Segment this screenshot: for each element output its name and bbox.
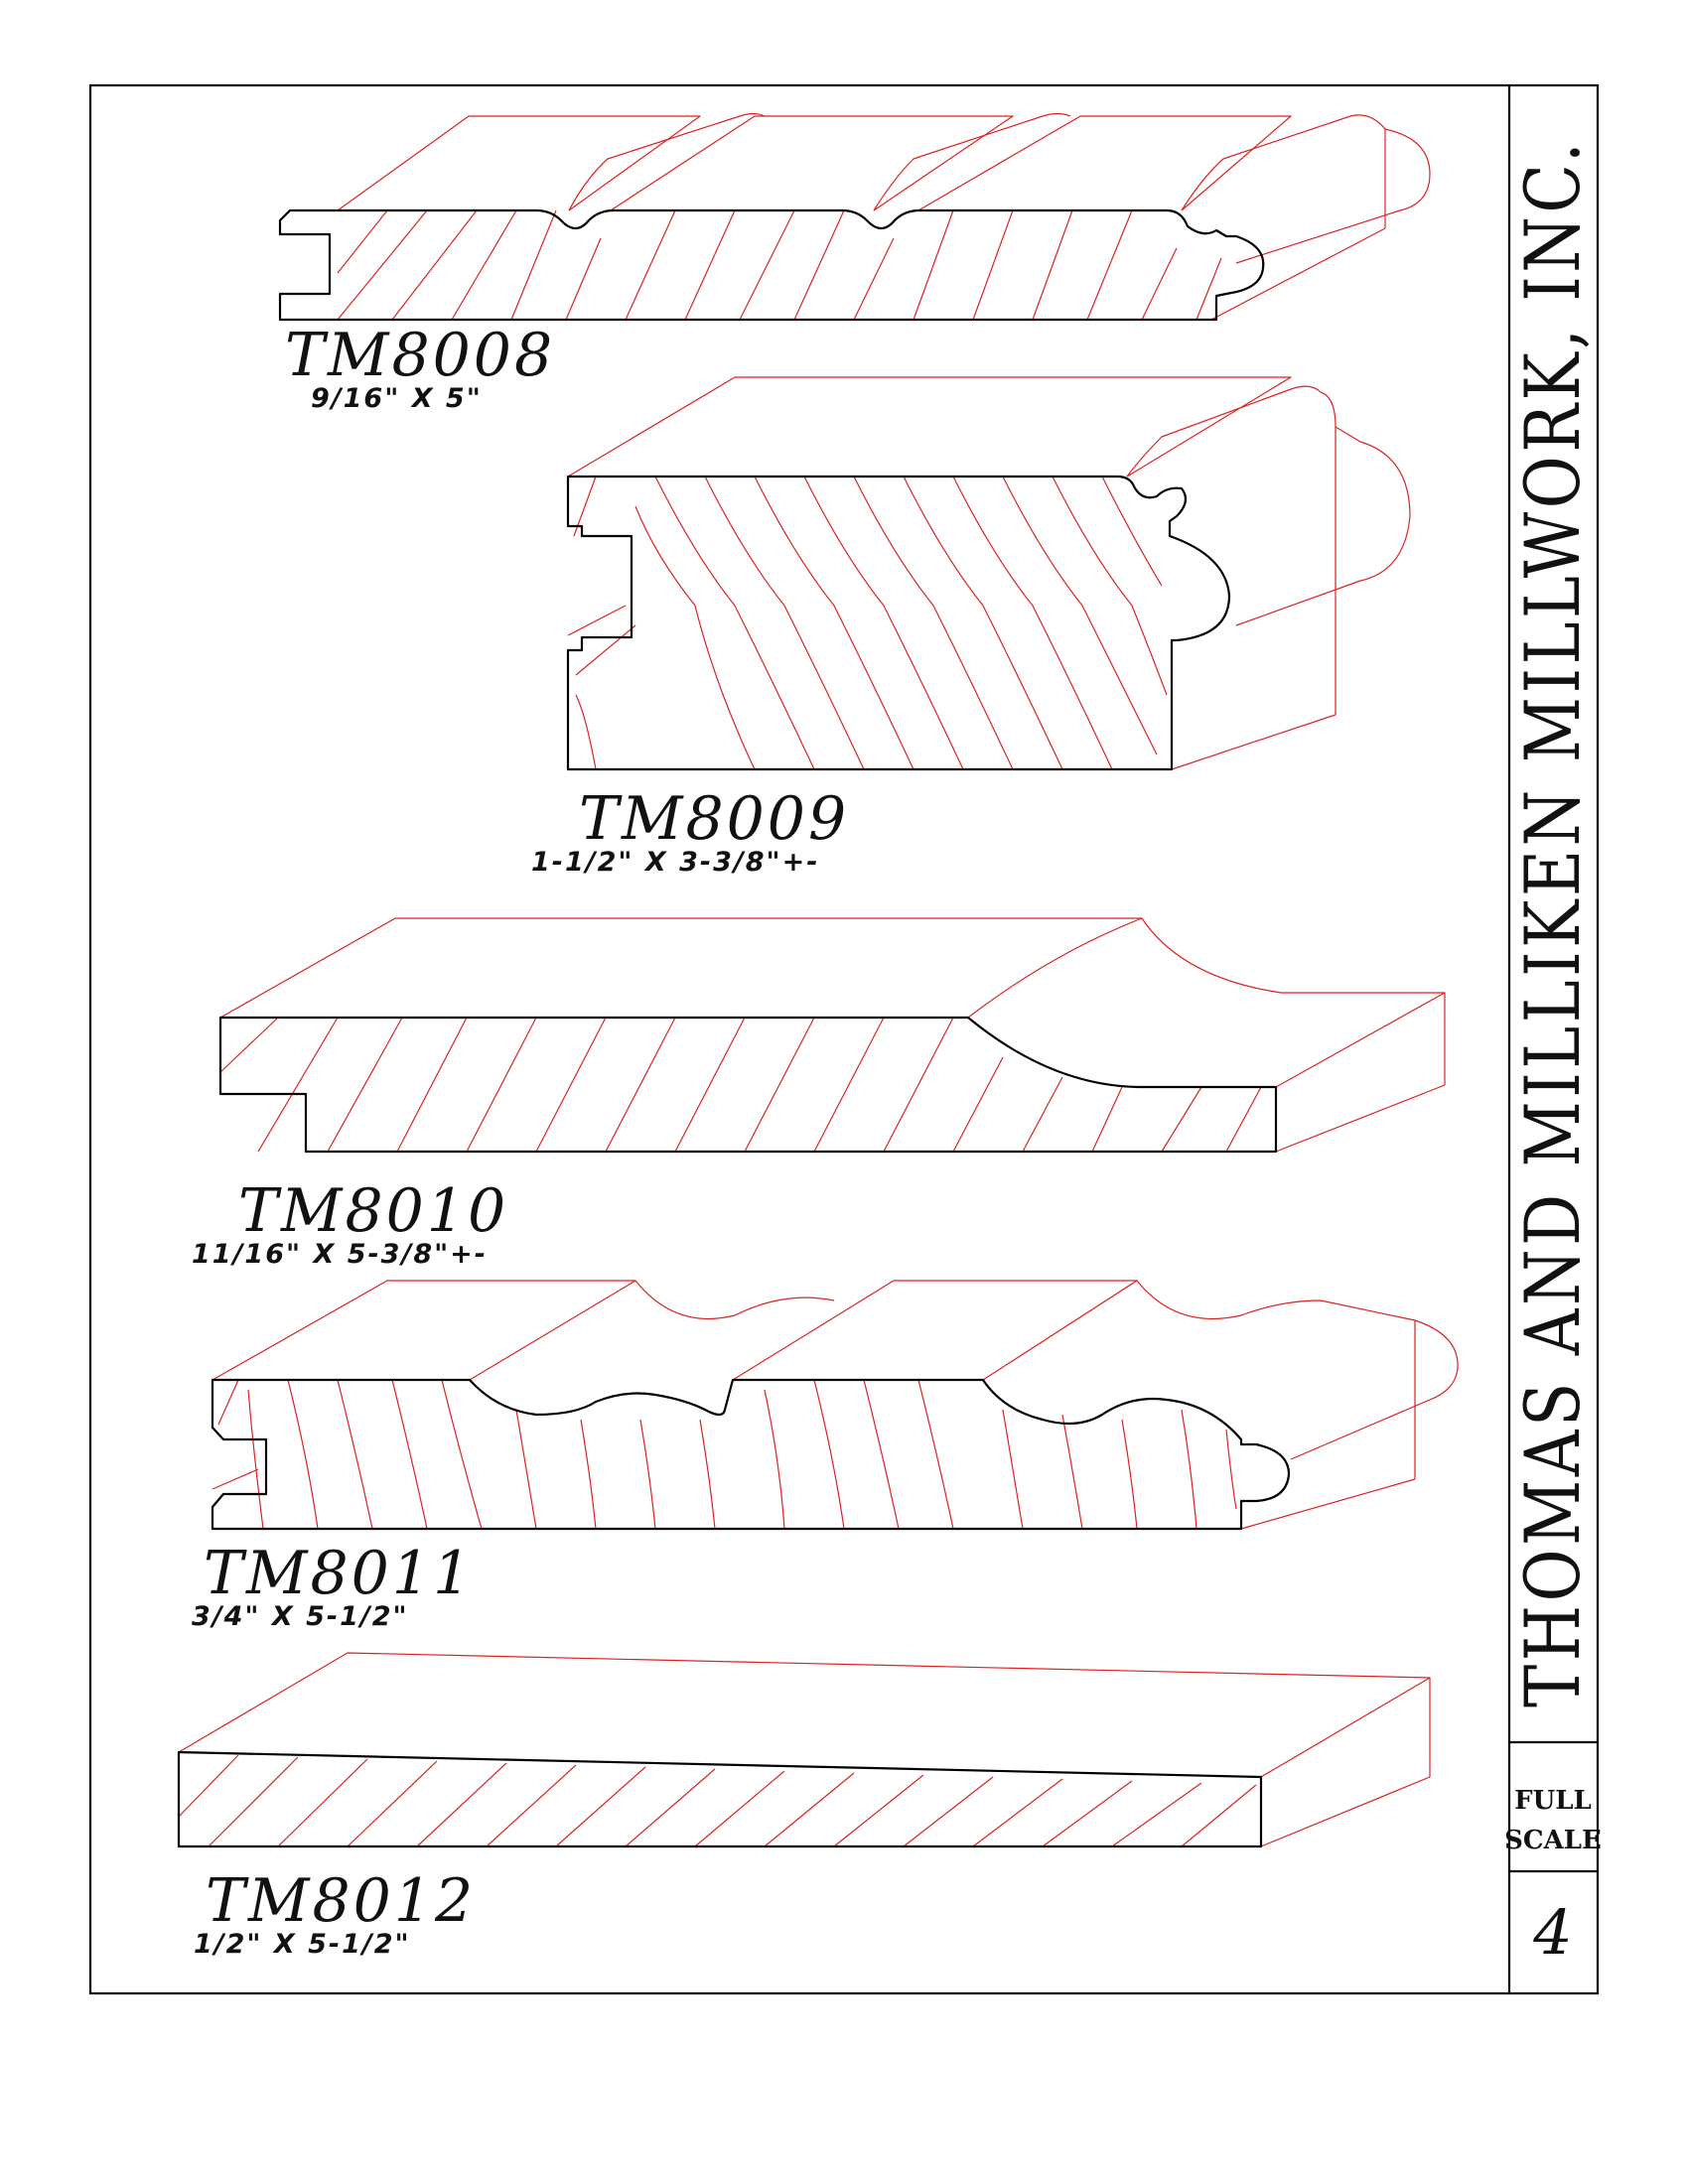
profile-size: 1-1/2" X 3-3/8"+-: [531, 847, 819, 878]
tm8008-outline: [278, 208, 1265, 322]
profile-tm8010: TM8010 11/16" X 5-3/8"+-: [192, 917, 1446, 1270]
tm8010-projection: [219, 917, 1446, 1153]
tm8009-projection: [567, 376, 1411, 770]
tm8012-outline: [177, 1750, 1263, 1848]
profile-code: TM8008: [285, 321, 555, 390]
profile-size: 11/16" X 5-3/8"+-: [192, 1239, 488, 1270]
profile-size: 9/16" X 5": [311, 383, 483, 414]
profile-tm8012: TM8012 1/2" X 5-1/2": [177, 1652, 1431, 1960]
scale-label-line2: SCALE: [1504, 1826, 1602, 1855]
tm8010-outline: [218, 1016, 1278, 1154]
profile-code: TM8012: [206, 1866, 476, 1936]
page-number: 4: [1532, 1896, 1572, 1969]
company-name: THOMAS AND MILLIKEN MILLWORK, INC.: [1508, 139, 1597, 1707]
profile-size: 3/4" X 5-1/2": [192, 1601, 409, 1632]
profile-code: TM8009: [579, 784, 849, 854]
profile-tm8009: TM8009 1-1/2" X 3-3/8"+-: [531, 376, 1411, 878]
tm8011-outline: [211, 1378, 1291, 1531]
sheet-border: [88, 83, 1600, 1995]
profile-size: 1/2" X 5-1/2": [194, 1929, 411, 1960]
tm8012-projection: [178, 1652, 1431, 1847]
profile-tm8008: TM8008 9/16" X 5": [278, 112, 1431, 414]
scale-label-line1: FULL: [1514, 1786, 1592, 1816]
tm8009-outline: [566, 475, 1231, 771]
profile-code: TM8010: [238, 1176, 508, 1246]
profile-code: TM8011: [204, 1539, 474, 1608]
tm8011-projection: [211, 1280, 1459, 1530]
profile-tm8011: TM8011 3/4" X 5-1/2": [192, 1280, 1459, 1632]
tm8008-projection: [337, 112, 1431, 321]
